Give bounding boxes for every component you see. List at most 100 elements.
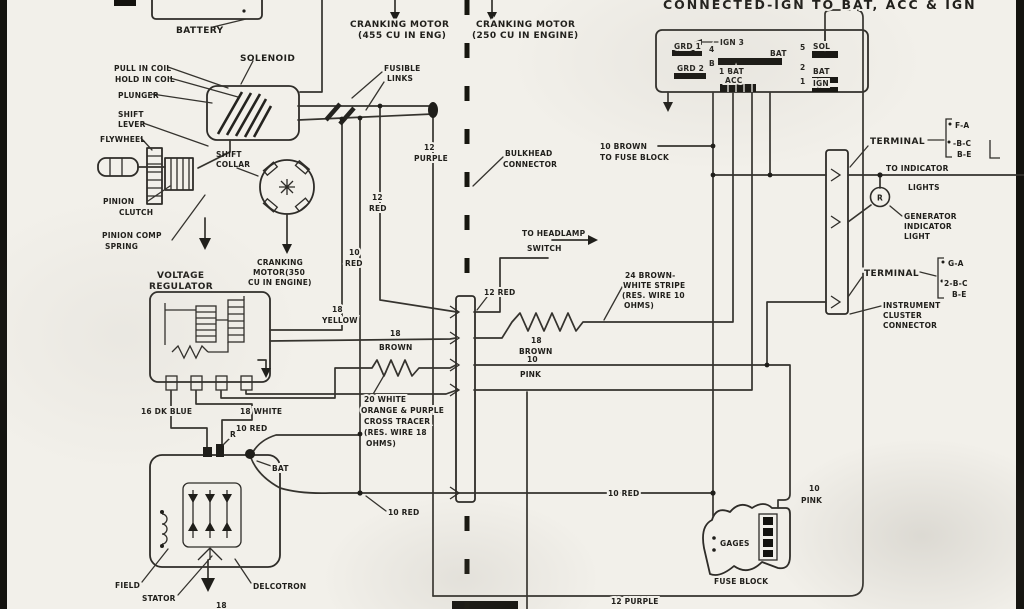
- wire-label-18-brown-L2: BROWN: [379, 343, 412, 352]
- label-to-headlamp-1: TO HEADLAMP: [522, 229, 586, 238]
- component-details: [109, 12, 1000, 596]
- wire-label-10-pink-b2: PINK: [801, 496, 823, 505]
- wire-10-red-main: [250, 457, 714, 494]
- wire-label-18-yellow-2: YELLOW: [321, 316, 358, 325]
- solenoid-coil-hatch: [216, 91, 273, 138]
- label-gages: GAGES: [720, 539, 750, 548]
- label-terminal-r: R: [230, 430, 236, 439]
- label-fa: F-A: [955, 121, 969, 130]
- fusible-link-symbols: [324, 102, 438, 126]
- solenoid-stub-bottom: [297, 113, 434, 121]
- label-res24-1: 24 BROWN-: [625, 271, 675, 280]
- label-res20-5: OHMS): [366, 439, 396, 448]
- wire-res24-to-ign: [473, 92, 734, 339]
- terminal-brackets: [937, 118, 1000, 299]
- ign-label-acc: ACC: [725, 76, 743, 85]
- label-to-indicator-1: TO INDICATOR: [886, 164, 949, 173]
- delcotron-box: [149, 454, 281, 568]
- bulkhead-connector-pins: [449, 305, 461, 500]
- wire-pin4-to-ign: [473, 92, 753, 391]
- label-instrument-3: CONNECTOR: [883, 321, 937, 330]
- wire-label-10-red-mid: 10 RED: [608, 489, 639, 498]
- wire-reg-t4-to-pin4: [245, 389, 458, 395]
- label-pinion-comp-1: PINION COMP: [102, 231, 162, 240]
- plunger-linkage: [197, 139, 231, 169]
- label-delcotron: DELCOTRON: [253, 582, 306, 591]
- wire-16-dk-blue: [170, 390, 208, 448]
- wire-label-10-pink-b1: 10: [809, 484, 820, 493]
- text-labels: BATTERY SOLENOID PULL IN COIL HOLD IN CO…: [100, 0, 977, 609]
- wire-label-18-brown-R2: BROWN: [519, 347, 552, 356]
- wire-12-purple-loop: [432, 9, 864, 597]
- label-be-b: B-E: [952, 290, 967, 299]
- label-bc-b: 2-B-C: [944, 279, 968, 288]
- wire-cluster-to-bulb: [847, 204, 872, 223]
- wire-12-red-headlamp: [473, 257, 549, 313]
- label-battery: BATTERY: [176, 26, 224, 36]
- wire-label-12-red-1: 12: [372, 193, 383, 202]
- label-be-a: B-E: [957, 150, 972, 159]
- label-field: FIELD: [115, 581, 140, 590]
- arrowheads: [282, 12, 598, 254]
- label-voltage-regulator-1: VOLTAGE: [157, 271, 204, 281]
- wire-label-10-red-delcotron: 10 RED: [236, 424, 267, 433]
- label-cranking-350-2: MOTOR(350: [253, 268, 305, 277]
- wire-cluster-g: [766, 301, 827, 366]
- label-to-headlamp-2: SWITCH: [527, 244, 562, 253]
- wire-10-red-delcotron: [252, 434, 361, 453]
- leader-lines: [140, 18, 945, 596]
- ign-label-1bat: 1 BAT: [719, 67, 745, 76]
- label-cranking-350-3: CU IN ENGINE): [248, 278, 312, 287]
- wire-label-12-purple-bottom: 12 PURPLE: [611, 597, 659, 606]
- label-connected-note: CONNECTED-IGN TO BAT, ACC & IGN: [663, 0, 977, 12]
- label-bc-a: -B-C: [953, 139, 972, 148]
- label-cranking-250-1: CRANKING MOTOR: [476, 20, 575, 30]
- wire-label-12-red-body: 12 RED: [484, 288, 515, 297]
- battery-box: [151, 0, 263, 20]
- label-plunger: PLUNGER: [118, 91, 159, 100]
- label-fuse-block: FUSE BLOCK: [714, 577, 769, 586]
- label-generator-3: LIGHT: [904, 232, 931, 241]
- label-generator-2: INDICATOR: [904, 222, 952, 231]
- label-pinion-clutch-2: CLUTCH: [119, 208, 153, 217]
- label-res24-4: OHMS): [624, 301, 654, 310]
- label-10-brown-1: 10 BROWN: [600, 142, 647, 151]
- wire-label-10-pink-1: 10: [527, 355, 538, 364]
- label-cranking-455-1: CRANKING MOTOR: [350, 20, 449, 30]
- label-solenoid: SOLENOID: [240, 54, 295, 64]
- ign-label-ign3: IGN 3: [720, 38, 744, 47]
- label-ga: G-A: [948, 259, 964, 268]
- label-voltage-regulator-2: REGULATOR: [149, 282, 213, 292]
- armature-shaft: [97, 157, 139, 177]
- fuse-column: [712, 513, 778, 561]
- ign-pin-1: 1: [800, 77, 805, 86]
- label-fusible-1: FUSIBLE: [384, 64, 420, 73]
- label-res24-2: WHITE STRIPE: [623, 281, 685, 290]
- wire-label-10-pink-2: PINK: [520, 370, 542, 379]
- label-res20-2: ORANGE & PURPLE: [361, 406, 444, 415]
- ign-pin-5: 5: [800, 43, 805, 52]
- wire-label-16-dk-blue: 16 DK BLUE: [141, 407, 192, 416]
- label-pinion-comp-2: SPRING: [105, 242, 138, 251]
- wire-12-red-vertical: [379, 105, 458, 313]
- wire-label-18-brown-L1: 18: [390, 329, 401, 338]
- ignition-switch-internals: [672, 29, 838, 92]
- reg-ground-stub: [257, 359, 267, 369]
- wires: [137, 0, 1024, 609]
- label-fusible-2: LINKS: [387, 74, 413, 83]
- wire-10-pink: [473, 364, 791, 509]
- label-shift: SHIFT: [118, 110, 144, 119]
- label-bulkhead-2: CONNECTOR: [503, 160, 557, 169]
- wire-label-18-brown-R1: 18: [531, 336, 542, 345]
- flywheel-gear: [146, 147, 163, 205]
- wire-18-yellow: [269, 118, 343, 331]
- label-to-indicator-2: LIGHTS: [908, 183, 940, 192]
- cluster-connector-pins: [830, 168, 842, 309]
- label-shift-collar-1: SHIFT: [216, 150, 242, 159]
- ign-pin-2: 2: [800, 63, 805, 72]
- wire-label-12-purple-2: PURPLE: [414, 154, 448, 163]
- wire-reg-t3-res20: [220, 359, 457, 399]
